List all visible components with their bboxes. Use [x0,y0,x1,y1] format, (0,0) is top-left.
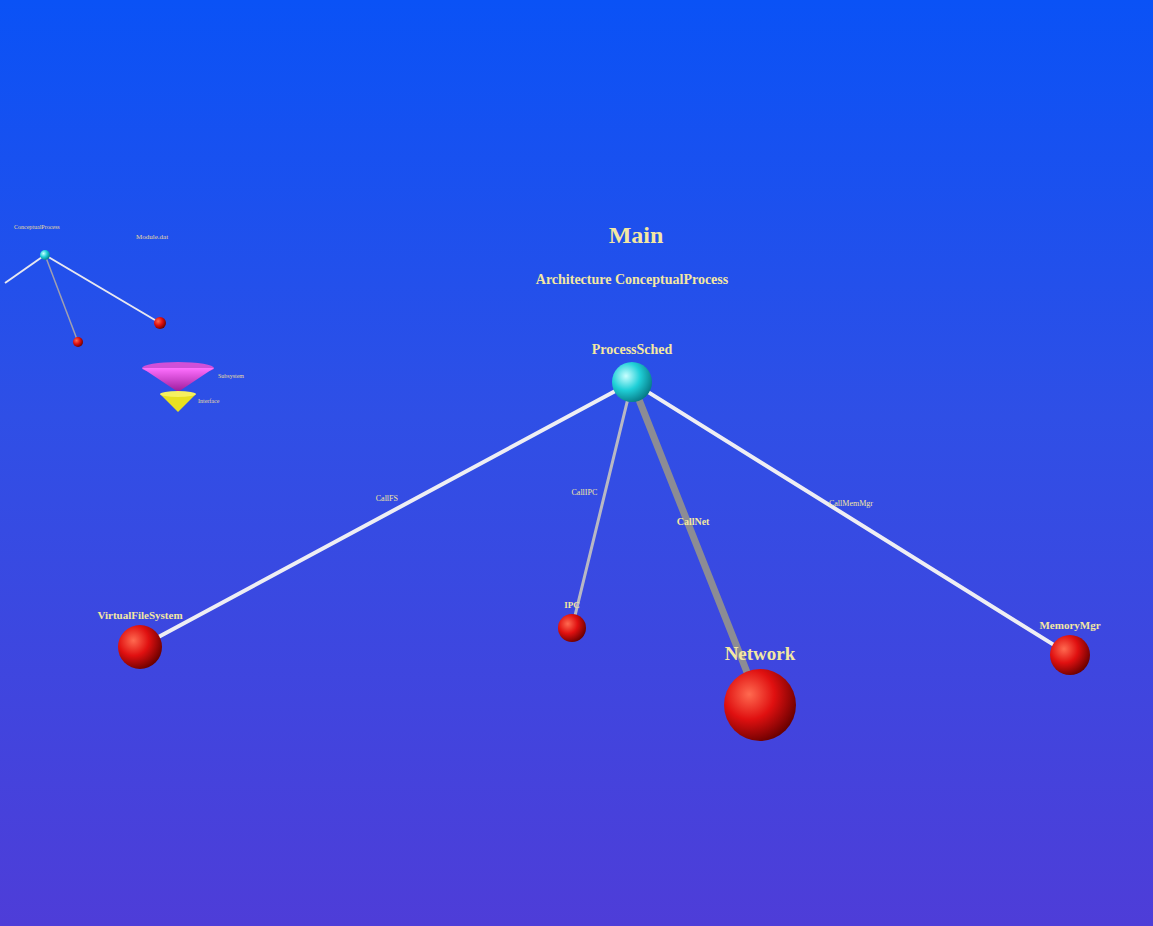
small-label: Subsystem [218,373,244,379]
node-label: VirtualFileSystem [97,609,182,621]
node-label: MemoryMgr [1039,619,1100,631]
mini-graph [5,250,214,412]
node-label: ProcessSched [592,342,673,358]
module-sphere-node: IPC [556,600,588,644]
small-label: Interface [198,398,219,404]
sphere [722,667,798,743]
call-connector [649,393,1053,645]
diagram-title: Main [609,222,664,249]
module-sphere-node: VirtualFileSystem [97,609,182,671]
small-label: Module.dat [136,233,168,241]
node-label: IPC [564,600,580,610]
node-label: Network [725,643,796,665]
edge-label: CallIPC [572,488,598,497]
sphere [556,612,588,644]
hub-sphere-node: ProcessSched [592,342,673,404]
subtitle: Architecture ConceptualProcess [536,272,728,288]
small-label: ConceptualProcess [14,224,60,230]
sphere [1048,633,1092,677]
edge-label: CallFS [376,494,398,503]
call-connector [159,391,614,636]
sphere [116,623,164,671]
module-sphere-node: Network [722,643,798,743]
call-connector [575,401,627,614]
module-sphere-node: MemoryMgr [1039,619,1100,677]
edge-label: CallMemMgr [829,499,873,508]
sphere [610,360,654,404]
edge-label: CallNet [677,516,710,527]
